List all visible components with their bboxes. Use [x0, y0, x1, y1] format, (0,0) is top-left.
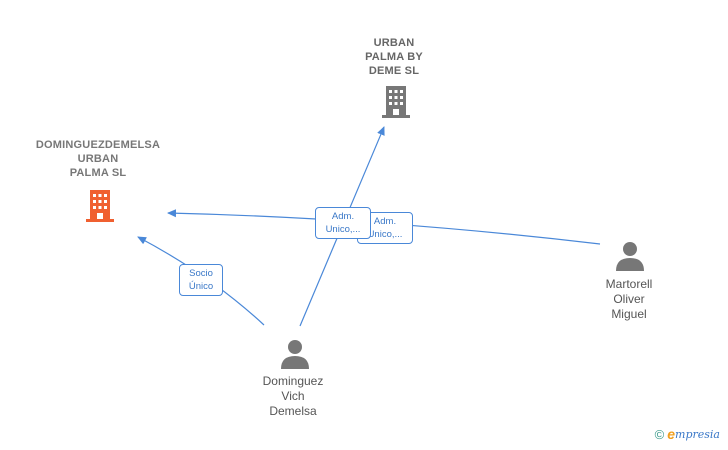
person-name-martorell[interactable]: Martorell Oliver Miguel — [605, 277, 653, 321]
building-icon[interactable] — [380, 84, 412, 120]
person-icon[interactable] — [279, 338, 311, 370]
copyright-icon: © — [654, 426, 665, 442]
building-icon[interactable] — [84, 188, 116, 224]
company-name-urban-palma-by-deme[interactable]: URBAN PALMA BY DEME SL — [365, 37, 423, 77]
person-name-dominguez[interactable]: Dominguez Vich Demelsa — [262, 374, 324, 418]
person-icon[interactable] — [614, 240, 646, 272]
brand-name: mpresia — [675, 427, 720, 441]
brand-e: e — [667, 426, 676, 442]
edge-label-adm-unico[interactable]: Adm. Unico,... — [315, 207, 371, 239]
empresia-logo[interactable]: © e mpresia — [655, 426, 720, 442]
company-name-dominguezdemelsa[interactable]: DOMINGUEZDEMELSA URBAN PALMA SL — [35, 139, 161, 179]
edge-label-socio-unico[interactable]: Socio Único — [179, 264, 223, 296]
